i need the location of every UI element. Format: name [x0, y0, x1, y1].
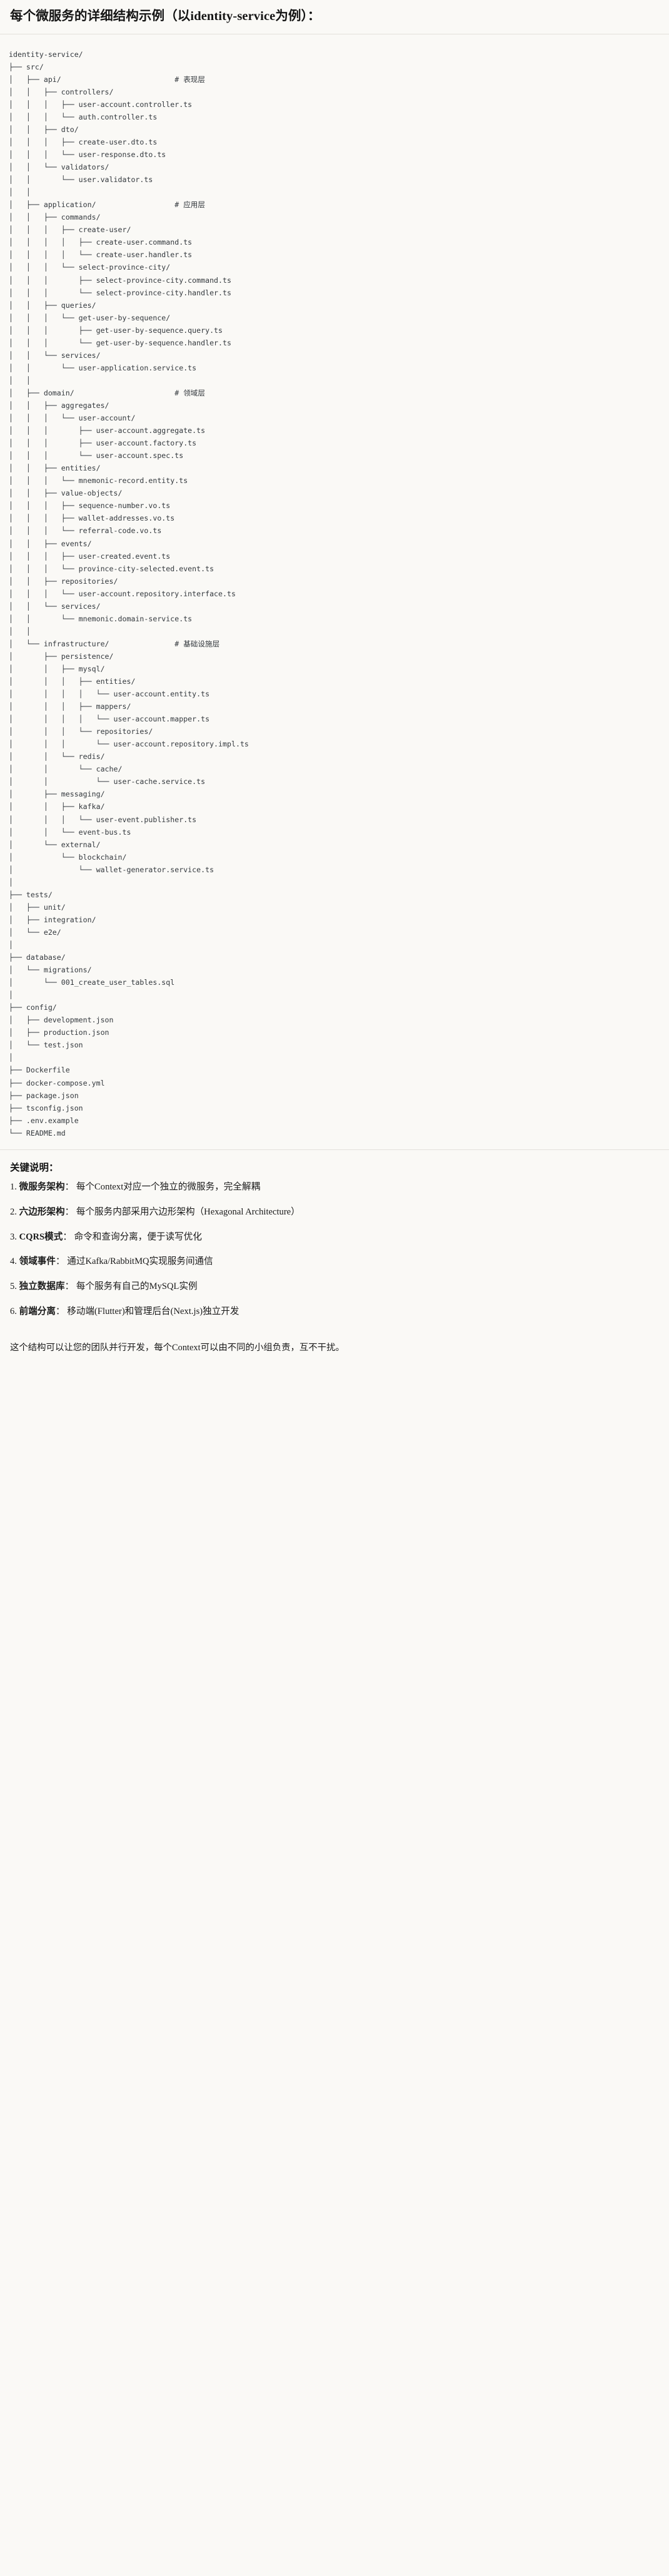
key-points-section: 关键说明： 1. 微服务架构： 每个Context对应一个独立的微服务，完全解耦…: [0, 1150, 669, 1367]
list-item-description: 移动端(Flutter)和管理后台(Next.js)独立开发: [67, 1306, 239, 1317]
list-item-term: 前端分离: [19, 1306, 56, 1317]
list-item-term: 六边形架构: [19, 1206, 65, 1217]
list-item-term: 微服务架构: [19, 1181, 65, 1192]
list-item-term: CQRS模式: [19, 1231, 63, 1242]
tree-divider: [0, 1149, 669, 1150]
list-item: 1. 微服务架构： 每个Context对应一个独立的微服务，完全解耦: [10, 1175, 659, 1200]
list-item-separator: ：: [64, 1206, 74, 1217]
list-item: 5. 独立数据库： 每个服务有自己的MySQL实例: [10, 1275, 659, 1300]
list-item-separator: ：: [56, 1306, 65, 1317]
list-item-description: 命令和查询分离，便于读写优化: [74, 1231, 202, 1242]
key-points-title: 关键说明：: [10, 1162, 59, 1173]
list-item: 6. 前端分离： 移动端(Flutter)和管理后台(Next.js)独立开发: [10, 1300, 659, 1325]
key-points-list: 1. 微服务架构： 每个Context对应一个独立的微服务，完全解耦 2. 六边…: [10, 1175, 659, 1325]
document-page: 每个微服务的详细结构示例（以identity-service为例）： ident…: [0, 9, 669, 1367]
list-item-number: 1.: [10, 1181, 17, 1192]
list-item: 3. CQRS模式： 命令和查询分离，便于读写优化: [10, 1225, 659, 1250]
list-item-separator: ：: [56, 1256, 65, 1267]
list-item-term: 独立数据库: [19, 1281, 65, 1292]
list-item-separator: ：: [64, 1281, 74, 1292]
list-item-number: 4.: [10, 1256, 17, 1267]
list-item-number: 3.: [10, 1231, 17, 1242]
page-title: 每个微服务的详细结构示例（以identity-service为例）：: [10, 9, 321, 23]
list-item-term: 领域事件: [19, 1256, 56, 1267]
list-item-description: 每个服务内部采用六边形架构（Hexagonal Architecture）: [76, 1206, 300, 1217]
closing-paragraph: 这个结构可以让您的团队并行开发，每个Context可以由不同的小组负责，互不干扰…: [10, 1343, 345, 1353]
list-item-number: 5.: [10, 1281, 17, 1292]
list-item-description: 通过Kafka/RabbitMQ实现服务间通信: [67, 1256, 213, 1267]
list-item: 2. 六边形架构： 每个服务内部采用六边形架构（Hexagonal Archit…: [10, 1200, 659, 1225]
directory-tree-block: identity-service/ ├── src/ │ ├── api/ # …: [0, 34, 669, 1149]
list-item-separator: ：: [64, 1181, 74, 1192]
list-item-number: 6.: [10, 1306, 17, 1317]
list-item: 4. 领域事件： 通过Kafka/RabbitMQ实现服务间通信: [10, 1250, 659, 1275]
list-item-separator: ：: [63, 1231, 72, 1242]
list-item-description: 每个Context对应一个独立的微服务，完全解耦: [76, 1181, 261, 1192]
list-item-number: 2.: [10, 1206, 17, 1217]
directory-tree: identity-service/ ├── src/ │ ├── api/ # …: [9, 49, 249, 1138]
list-item-description: 每个服务有自己的MySQL实例: [76, 1281, 198, 1292]
